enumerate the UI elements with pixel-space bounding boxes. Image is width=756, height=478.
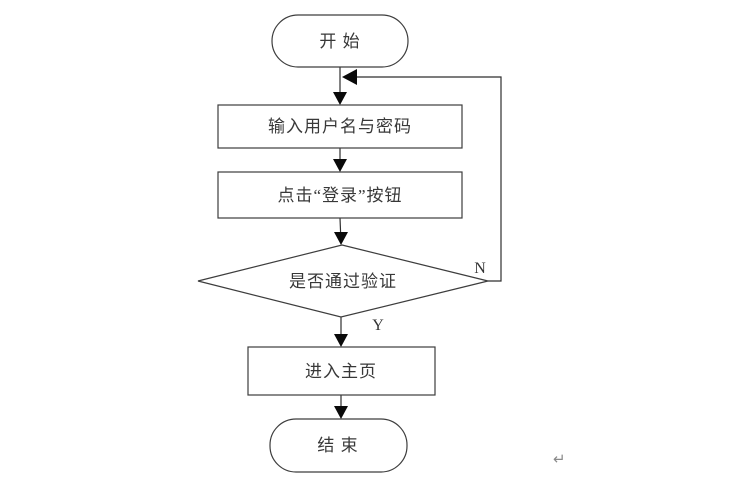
arrowhead-down-icon: [333, 159, 347, 172]
input-label: 输入用户名与密码: [268, 117, 412, 136]
click-label: 点击“登录”按钮: [277, 186, 402, 205]
node-home-process: [247, 346, 436, 396]
arrowhead-down-icon: [334, 232, 348, 245]
arrowhead-down-icon: [334, 334, 348, 347]
paragraph-return-icon: ↵: [553, 450, 566, 468]
edge-decision-no-feedback: [344, 76, 502, 282]
end-label: 结 束: [317, 436, 358, 455]
home-label: 进入主页: [305, 362, 377, 381]
node-decision-diamond: [197, 244, 489, 318]
node-click-login-process: [217, 171, 463, 219]
edge-label-no: N: [474, 260, 486, 277]
arrowhead-down-icon: [334, 406, 348, 419]
node-start-terminator: [271, 14, 409, 68]
node-end-terminator: [269, 418, 408, 473]
node-input-process: [217, 104, 463, 149]
arrowhead-left-icon: [342, 69, 357, 85]
edge-label-yes: Y: [372, 317, 384, 334]
decision-label: 是否通过验证: [289, 272, 397, 291]
arrowhead-down-icon: [333, 92, 347, 105]
start-label: 开 始: [319, 32, 360, 51]
